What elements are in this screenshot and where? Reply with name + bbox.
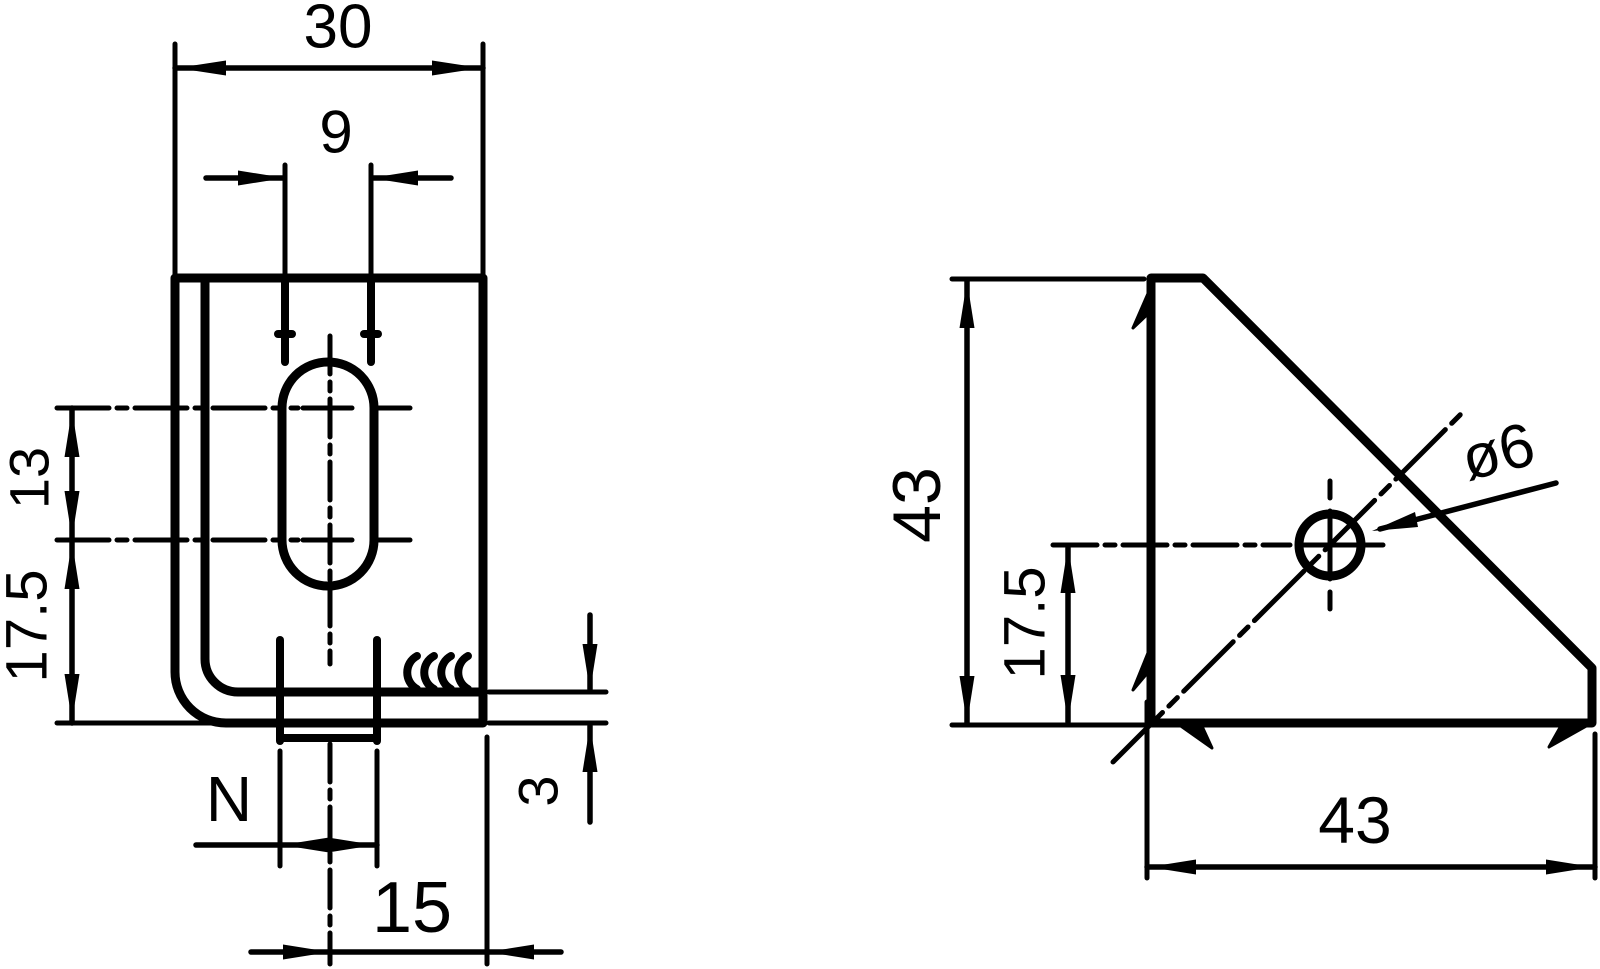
- dim-label-overall-width: 30: [304, 0, 373, 62]
- dim-label-hole-to-base: 17.5: [0, 570, 60, 683]
- dim-label-overall-depth: 43: [1318, 783, 1391, 857]
- arrowhead-right: [328, 837, 375, 853]
- arrowhead-left: [177, 60, 226, 76]
- bracket-side-outline: [1146, 273, 1597, 728]
- dim-label-hole-spacing: 13: [0, 447, 61, 509]
- dimension-3: 3: [486, 612, 609, 825]
- arrowhead-right: [283, 944, 330, 960]
- dim-label-hole-diameter: ø6: [1455, 410, 1542, 494]
- serration-hook: [403, 652, 421, 693]
- arrowhead-up: [959, 281, 975, 328]
- arrowhead-down: [1060, 675, 1076, 722]
- arrowhead-down: [64, 491, 80, 538]
- dimension-30: 30: [172, 0, 486, 277]
- leader-hole-diameter: ø6: [1372, 410, 1559, 532]
- dimension-N: N: [193, 748, 380, 869]
- serration-hooks-front: [403, 652, 472, 693]
- serration-hook: [454, 652, 472, 693]
- dim-label-slot-width: 9: [319, 99, 352, 166]
- dimension-13-17.5: 13 17.5: [0, 405, 301, 726]
- arrowhead-down: [582, 644, 598, 691]
- dim-label-thickness: 3: [507, 775, 570, 806]
- arrowhead-down: [64, 674, 80, 721]
- arrowhead-left: [282, 837, 329, 853]
- dimension-15: 15: [248, 734, 564, 967]
- arrowhead-right: [1546, 859, 1593, 875]
- barb-bottom-right: [1547, 722, 1592, 749]
- arrowhead-left: [1149, 859, 1196, 875]
- hole-centerline-diagonal: [1110, 410, 1465, 765]
- barb-bottom-left: [1176, 722, 1214, 750]
- dimension-43-depth: 43: [1144, 699, 1598, 881]
- arrowhead-up: [582, 725, 598, 772]
- serration-hook: [437, 652, 455, 693]
- dim-label-center-to-edge: 15: [372, 868, 452, 948]
- arrowhead-left: [238, 170, 285, 186]
- dim-label-hole-height: 17.5: [993, 567, 1058, 680]
- arrowhead-up: [64, 542, 80, 589]
- serration-barbs-side: [1131, 287, 1592, 750]
- dimension-9: 9: [203, 99, 454, 279]
- serration-hook: [420, 652, 438, 693]
- arrowhead-leader: [1372, 512, 1418, 531]
- bracket-front-inner-bend: [200, 273, 488, 697]
- dimension-43-height: 43: [879, 276, 1147, 728]
- bracket-front-outline: [170, 273, 488, 728]
- dim-label-tab-nominal: N: [206, 763, 252, 835]
- dimension-17.5-hole-height: 17.5: [993, 545, 1076, 725]
- barb-top-left: [1131, 287, 1152, 330]
- arrowhead-right: [371, 170, 418, 186]
- arrowhead-down: [959, 676, 975, 723]
- front-view: 30 9 13 17.5: [0, 0, 609, 967]
- side-view: ø6 43 17.5 43: [879, 273, 1598, 881]
- barb-bottom-left-edge: [1131, 646, 1152, 692]
- arrowhead-up: [1060, 546, 1076, 593]
- hole-6mm: [1294, 478, 1386, 612]
- arrowhead-right: [432, 60, 481, 76]
- slot-obround: [277, 357, 379, 591]
- dim-label-overall-height: 43: [879, 467, 955, 543]
- arrowhead-left: [487, 944, 534, 960]
- arrowhead-up: [64, 410, 80, 457]
